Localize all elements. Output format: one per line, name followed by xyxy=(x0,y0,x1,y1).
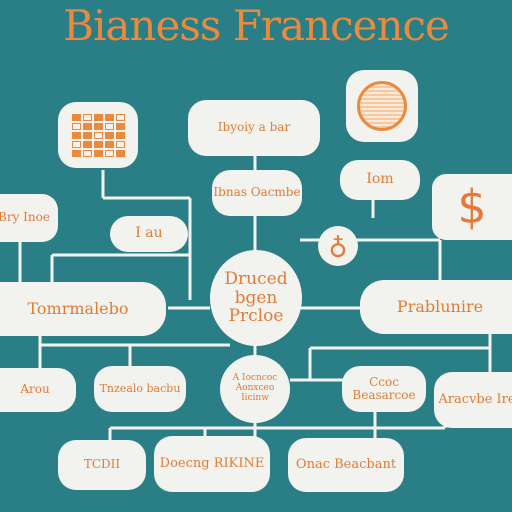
small-label-box: I au xyxy=(110,216,188,252)
sub-label: Ibnas Oacmbe xyxy=(213,185,301,200)
small-label: I au xyxy=(135,225,163,242)
low-right-box: Ccoc Beasarcoe xyxy=(342,366,426,412)
bottom-left-box: TCDII xyxy=(58,440,146,490)
spark-icon-box: ♁ xyxy=(318,226,358,266)
left-wide-label: Tomrmalebo xyxy=(27,299,129,319)
low-mid-label: Tnzealo bacbu xyxy=(99,381,181,395)
center-node: Druced bgen Prcloe xyxy=(210,250,302,346)
sub-label-box: Ibnas Oacmbe xyxy=(212,170,302,216)
chart-icon-box xyxy=(58,102,138,168)
low-left-label: Arou xyxy=(20,382,50,397)
center-low-label: A Iocncoc Aonxceo Iicinw xyxy=(232,373,278,403)
coin-icon xyxy=(357,81,407,131)
fee-label-box: Iom xyxy=(340,160,420,200)
left-label-box: Bry Inoe xyxy=(0,194,58,242)
low-right-label: Ccoc Beasarcoe xyxy=(352,374,416,402)
center-label: Druced bgen Prcloe xyxy=(224,268,288,327)
bottom-mid-box: Doecng RIKINE xyxy=(154,436,270,492)
bottom-right-box: Onac Beacbant xyxy=(288,438,404,492)
spark-icon: ♁ xyxy=(328,230,348,261)
right-wide-box: Prablunire xyxy=(360,280,512,334)
right-wide-label: Prablunire xyxy=(396,297,484,317)
coin-icon-box xyxy=(346,70,418,142)
dollar-icon: $ xyxy=(457,179,487,234)
bottom-right-label: Onac Beacbant xyxy=(295,456,397,472)
left-wide-box: Tomrmalebo xyxy=(0,282,166,336)
far-right-label: Aracvbe Ire xyxy=(438,391,512,407)
center-low-node: A Iocncoc Aonxceo Iicinw xyxy=(220,355,290,423)
low-mid-box: Tnzealo bacbu xyxy=(94,366,186,412)
top-label-box: Ibyoiy a bar xyxy=(188,100,320,156)
top-label: Ibyoiy a bar xyxy=(217,120,291,135)
page-title: Bianess Francence xyxy=(63,1,450,50)
bottom-left-label: TCDII xyxy=(83,457,121,472)
far-right-box: Aracvbe Ire xyxy=(434,372,512,428)
left-label: Bry Inoe xyxy=(0,210,50,225)
bottom-mid-label: Doecng RIKINE xyxy=(159,455,265,471)
fee-label: Iom xyxy=(366,171,394,188)
grid-chart-icon xyxy=(71,113,125,157)
low-left-box: Arou xyxy=(0,368,76,412)
dollar-box: $ xyxy=(432,174,512,240)
